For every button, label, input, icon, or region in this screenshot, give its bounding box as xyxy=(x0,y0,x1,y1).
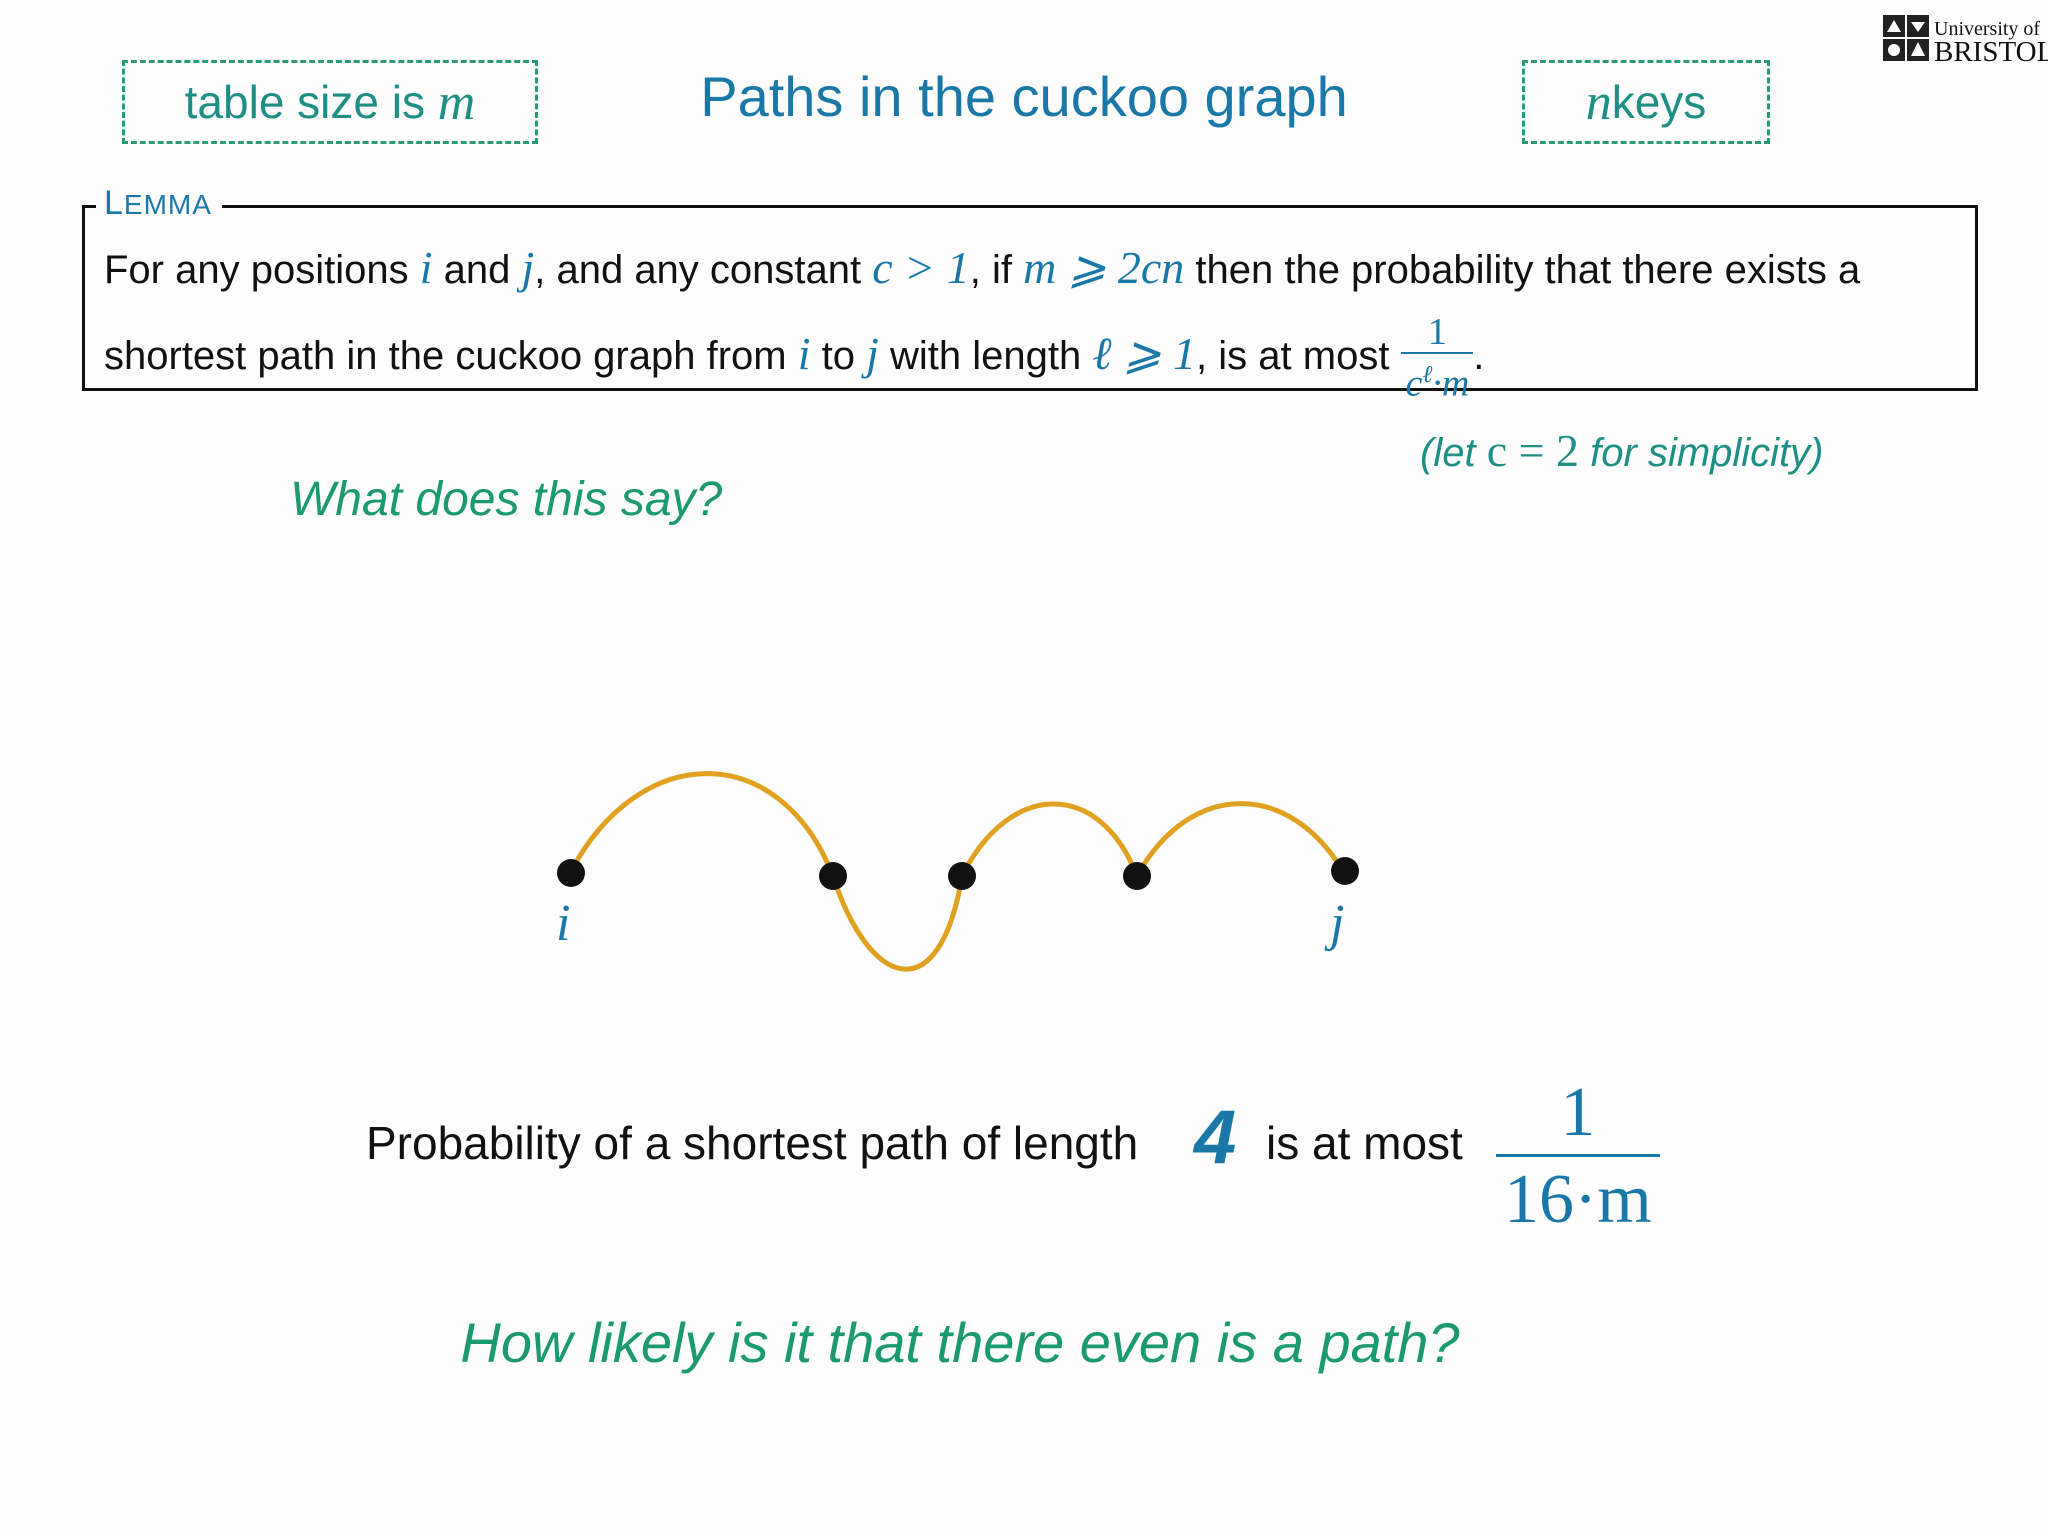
keys-box: n keys xyxy=(1522,60,1770,144)
lemma-text: to xyxy=(810,333,867,378)
math-i: i xyxy=(419,242,433,293)
math-m-condition: m ⩾ 2cn xyxy=(1023,242,1185,293)
keys-text: keys xyxy=(1611,76,1707,128)
math-c-condition: c > 1 xyxy=(872,242,970,293)
fraction-denominator: cℓ·m xyxy=(1405,362,1470,405)
math-j: j xyxy=(866,327,879,379)
table-size-text: table size is xyxy=(184,76,425,128)
path-edge-3 xyxy=(959,801,1140,879)
lemma-fraction: 1 cℓ·m xyxy=(1401,312,1474,405)
math-length-condition: ℓ ⩾ 1 xyxy=(1092,327,1197,379)
lemma-text: with length xyxy=(878,333,1093,378)
keys-var: n xyxy=(1585,73,1612,131)
logo-line1: University of xyxy=(1934,18,2041,40)
lemma-text: and xyxy=(432,248,522,292)
question-what-does-this-say: What does this say? xyxy=(290,473,723,526)
table-size-box: table size is m xyxy=(122,60,538,144)
simplicity-note: (let c = 2 for simplicity) xyxy=(1420,424,1824,477)
lemma-text: shortest path in the cuckoo graph from xyxy=(104,333,798,378)
path-edge-4 xyxy=(1134,801,1347,879)
path-edge-1 xyxy=(567,771,836,879)
path-node-4 xyxy=(1123,862,1151,890)
probability-text-2: is at most xyxy=(1266,1117,1463,1169)
question-path-likelihood: How likely is it that there even is a pa… xyxy=(460,1311,1460,1374)
fraction-numerator: 1 xyxy=(1496,1072,1660,1157)
lemma-label: LEMMA xyxy=(96,184,222,223)
logo-line2: BRISTOL xyxy=(1934,36,2048,68)
math-i: i xyxy=(797,327,811,379)
path-edge-2 xyxy=(830,873,965,972)
lemma-text: , and any constant xyxy=(534,248,873,292)
note-math: c = 2 xyxy=(1486,425,1580,476)
fraction-denominator: 16·m xyxy=(1504,1161,1652,1238)
lemma-text: . xyxy=(1473,333,1485,378)
math-j: j xyxy=(521,242,535,293)
university-logo: University of BRISTOL xyxy=(1882,14,2048,68)
probability-fraction: 1 16·m xyxy=(1496,1072,1660,1243)
lemma-label-first: L xyxy=(104,184,124,222)
lemma-label-rest: EMMA xyxy=(123,189,212,220)
node-label-j: j xyxy=(1330,895,1345,952)
crest-icon xyxy=(1883,15,1929,61)
lemma-line-2: shortest path in the cuckoo graph from i… xyxy=(104,312,1484,405)
note-text: (let xyxy=(1420,431,1487,475)
probability-text: Probability of a shortest path of length xyxy=(366,1117,1139,1169)
path-node-j xyxy=(1331,857,1359,885)
lemma-text: For any positions xyxy=(104,248,420,292)
lemma-text: , if xyxy=(969,248,1024,292)
lemma-text: then the probability that there exists a xyxy=(1184,248,1861,292)
path-node-3 xyxy=(948,862,976,890)
lemma-line-1: For any positions i and j, and any const… xyxy=(104,240,1860,294)
node-label-i: i xyxy=(556,895,571,952)
note-text: for simplicity) xyxy=(1579,431,1824,475)
lemma-text: , is at most xyxy=(1196,333,1390,378)
lemma-box xyxy=(82,205,1978,391)
table-size-var: m xyxy=(437,73,476,131)
path-node-2 xyxy=(819,862,847,890)
path-length-value: 4 xyxy=(1194,1095,1237,1180)
path-node-i xyxy=(557,859,585,887)
fraction-numerator: 1 xyxy=(1401,312,1474,354)
slide-title: Paths in the cuckoo graph xyxy=(700,65,1348,128)
